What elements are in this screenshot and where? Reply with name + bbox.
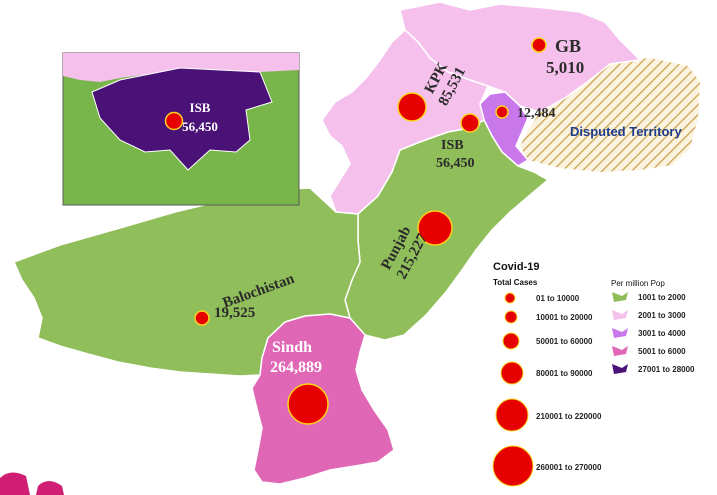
bubble-isb xyxy=(460,113,480,133)
bubble-ajk xyxy=(495,105,509,119)
legend-swatch-1 xyxy=(612,292,628,302)
legend-pop-items: 1001 to 2000 2001 to 3000 3001 to 4000 5… xyxy=(612,292,695,374)
region-disputed xyxy=(520,58,700,172)
legend-pop-label-1: 1001 to 2000 xyxy=(638,293,686,302)
label-sindh-name: Sindh xyxy=(272,339,312,356)
bubble-sindh xyxy=(287,383,329,425)
legend-cases-label-3: 50001 to 60000 xyxy=(536,337,593,346)
legend-cases-label-4: 80001 to 90000 xyxy=(536,369,593,378)
legend-pop-heading: Per million Pop xyxy=(611,279,665,288)
label-balochistan-cases: 19,525 xyxy=(214,305,255,321)
legend-pop-label-2: 2001 to 3000 xyxy=(638,311,686,320)
legend-bubble-4 xyxy=(500,361,524,385)
bubble-kpk xyxy=(397,92,427,122)
label-isb-cases: 56,450 xyxy=(436,156,475,171)
inset-isb-cases: 56,450 xyxy=(182,119,218,134)
label-gb-name: GB xyxy=(555,36,581,56)
legend-cases-label-1: 01 to 10000 xyxy=(536,294,580,303)
inset-isb-name: ISB xyxy=(190,100,211,115)
inset-kpk xyxy=(63,53,299,82)
inset-isb-bubble xyxy=(164,111,184,131)
label-ajk-cases: 12,484 xyxy=(517,106,556,121)
legend-bubble-6 xyxy=(492,445,534,487)
legend: Covid-19 Total Cases Per million Pop 01 … xyxy=(492,261,695,487)
legend-bubble-2 xyxy=(504,310,518,324)
bubble-balochistan xyxy=(194,310,210,326)
legend-swatch-2 xyxy=(612,310,628,320)
inset-map: ISB 56,450 xyxy=(62,52,300,206)
legend-bubble-5 xyxy=(495,398,529,432)
corner-mark-decoration xyxy=(0,472,30,495)
legend-swatch-4 xyxy=(612,346,628,356)
legend-pop-label-5: 27001 to 28000 xyxy=(638,365,695,374)
label-disputed-territory: Disputed Territory xyxy=(570,124,682,139)
bubble-gb xyxy=(531,37,547,53)
legend-cases-items: 01 to 10000 10001 to 20000 50001 to 6000… xyxy=(492,292,602,487)
legend-cases-label-5: 210001 to 220000 xyxy=(536,412,602,421)
legend-swatch-3 xyxy=(612,328,628,338)
corner-mark-decoration-2 xyxy=(36,481,64,495)
label-gb-cases: 5,010 xyxy=(546,58,584,77)
legend-bubble-1 xyxy=(504,292,516,304)
legend-cases-heading: Total Cases xyxy=(493,278,538,287)
legend-pop-label-4: 5001 to 6000 xyxy=(638,347,686,356)
label-isb-name: ISB xyxy=(441,138,464,153)
legend-pop-label-3: 3001 to 4000 xyxy=(638,329,686,338)
legend-swatch-5 xyxy=(612,364,628,374)
legend-title: Covid-19 xyxy=(493,261,539,273)
label-sindh-cases: 264,889 xyxy=(270,359,322,376)
bubble-punjab xyxy=(417,210,453,246)
legend-cases-label-6: 260001 to 270000 xyxy=(536,463,602,472)
legend-cases-label-2: 10001 to 20000 xyxy=(536,313,593,322)
legend-bubble-3 xyxy=(502,332,520,350)
